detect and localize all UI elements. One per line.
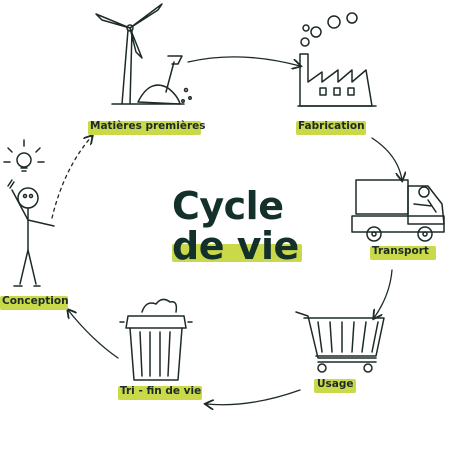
wind-turbine-shovel-icon xyxy=(95,3,192,105)
step-label: Tri - fin de vie xyxy=(120,385,202,397)
factory-icon xyxy=(297,12,377,107)
arrow-conception-to-matieres xyxy=(51,136,92,219)
label-highlight xyxy=(370,246,436,260)
label-highlight xyxy=(296,121,366,135)
title-highlight xyxy=(172,244,302,262)
arrow-usage-to-tri xyxy=(206,389,301,405)
step-label: Matières premières xyxy=(90,120,206,132)
title-line-1: Cycle xyxy=(172,184,284,228)
arrow-matieres-to-fabrication xyxy=(187,56,300,66)
arrow-fabrication-to-transport xyxy=(371,137,402,180)
step-label: Conception xyxy=(2,295,69,307)
step-label: Fabrication xyxy=(298,120,365,132)
label-highlight xyxy=(118,386,202,400)
shopping-cart-icon xyxy=(295,311,385,373)
label-highlight xyxy=(0,296,68,310)
trash-bin-icon xyxy=(119,298,193,381)
label-highlight xyxy=(88,121,201,135)
label-highlight xyxy=(314,379,356,393)
arrow-transport-to-usage xyxy=(374,269,393,318)
step-label: Usage xyxy=(317,378,354,390)
step-label: Transport xyxy=(372,245,429,257)
truck-icon xyxy=(351,179,445,242)
title-line-2: de vie xyxy=(172,224,299,268)
person-idea-icon xyxy=(3,139,55,287)
arrow-tri-to-conception xyxy=(68,310,119,359)
